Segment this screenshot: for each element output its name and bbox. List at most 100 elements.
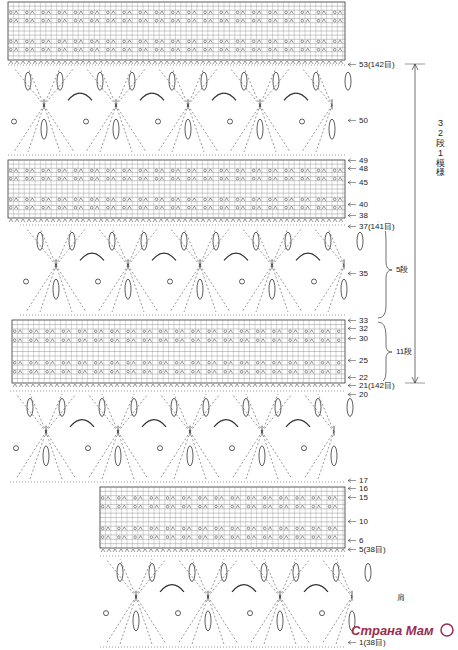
grid-line — [8, 189, 345, 190]
chain-line — [170, 228, 200, 265]
chain-line — [178, 597, 208, 644]
decrease-symbol — [95, 11, 99, 14]
chain-line — [188, 105, 218, 152]
decrease-symbol — [257, 48, 261, 51]
yarn-over-symbol — [289, 339, 292, 342]
grid-line — [283, 160, 284, 218]
chain-loop — [27, 398, 33, 416]
stitch-tick — [281, 549, 285, 552]
stitch-tick — [143, 549, 147, 552]
decrease-symbol — [193, 40, 197, 43]
decrease-symbol — [35, 370, 39, 373]
yarn-over-symbol — [256, 330, 259, 333]
yarn-over-symbol — [280, 505, 283, 508]
decrease-symbol — [112, 48, 116, 51]
stitch-post — [116, 99, 117, 109]
chain-line — [256, 265, 272, 312]
decrease-symbol — [338, 19, 342, 22]
decrease-symbol — [220, 527, 224, 530]
grid-line — [294, 2, 295, 60]
decrease-symbol — [128, 11, 132, 14]
grid-line — [99, 2, 100, 60]
grid-line — [315, 160, 316, 218]
decrease-symbol — [301, 536, 305, 539]
decrease-symbol — [128, 198, 132, 201]
decrease-symbol — [47, 169, 51, 172]
yarn-over-symbol — [90, 11, 93, 14]
grid-line — [28, 320, 29, 383]
yarn-over-symbol — [107, 169, 110, 172]
stitch-tick — [57, 219, 61, 222]
decrease-symbol — [176, 206, 180, 209]
yarn-over-symbol — [192, 370, 195, 373]
grid-line — [12, 365, 345, 366]
leader-line — [348, 540, 356, 541]
row-number: 45 — [358, 178, 369, 187]
stitch-tick — [99, 61, 103, 64]
decrease-symbol — [301, 527, 305, 530]
yarn-over-symbol — [220, 177, 223, 180]
decrease-symbol — [306, 40, 310, 43]
stitch-tick — [201, 61, 205, 64]
decrease-symbol — [220, 496, 224, 499]
decrease-symbol — [95, 206, 99, 209]
stitch-tick — [141, 219, 145, 222]
decrease-symbol — [209, 169, 213, 172]
yarn-over-symbol — [182, 527, 185, 530]
arrowhead — [348, 496, 351, 500]
yarn-over-symbol — [9, 206, 12, 209]
decrease-symbol — [261, 339, 265, 342]
stitch-tick — [261, 219, 265, 222]
stitch-tick — [239, 549, 243, 552]
stitch-tick — [189, 219, 193, 222]
grid-line — [45, 160, 46, 218]
yarn-over-symbol — [42, 177, 45, 180]
decrease-symbol — [241, 169, 245, 172]
yarn-over-symbol — [252, 40, 255, 43]
decrease-symbol — [197, 370, 201, 373]
yarn-over-symbol — [285, 169, 288, 172]
leader-line — [348, 204, 356, 205]
yarn-over-symbol — [139, 11, 142, 14]
yarn-over-symbol — [26, 198, 29, 201]
chain-line — [244, 105, 260, 152]
decrease-symbol — [193, 11, 197, 14]
grid-line — [240, 160, 241, 218]
grid-line — [12, 369, 345, 370]
yarn-over-symbol — [13, 361, 16, 364]
stitch-tick — [15, 219, 19, 222]
grid-line — [229, 487, 230, 548]
stitch-tick — [171, 61, 175, 64]
grid-line — [197, 2, 198, 60]
picot — [302, 446, 307, 451]
stitch-tick — [55, 384, 59, 387]
yarn-over-symbol — [231, 505, 234, 508]
stitch-tick — [311, 549, 315, 552]
yarn-over-symbol — [42, 48, 45, 51]
yarn-over-symbol — [94, 339, 97, 342]
grid-line — [315, 2, 316, 60]
picot — [158, 446, 163, 451]
grid-line — [251, 160, 252, 218]
chain-arch — [70, 420, 94, 427]
decrease-symbol — [285, 505, 289, 508]
yarn-over-symbol — [220, 19, 223, 22]
grid-line — [125, 320, 126, 383]
decrease-symbol — [47, 11, 51, 14]
decrease-symbol — [290, 198, 294, 201]
decrease-symbol — [116, 361, 120, 364]
yarn-over-symbol — [155, 11, 158, 14]
decrease-symbol — [225, 206, 229, 209]
grid-line — [35, 160, 36, 218]
decrease-symbol — [301, 496, 305, 499]
stitch-tick — [313, 384, 317, 387]
decrease-symbol — [160, 169, 164, 172]
chain-loop — [331, 446, 337, 466]
decrease-symbol — [83, 370, 87, 373]
grid-line — [170, 160, 171, 218]
picot — [84, 119, 89, 124]
grid-line — [8, 201, 345, 202]
stitch-tick — [181, 384, 185, 387]
decrease-symbol — [171, 496, 175, 499]
yarn-over-symbol — [143, 370, 146, 373]
